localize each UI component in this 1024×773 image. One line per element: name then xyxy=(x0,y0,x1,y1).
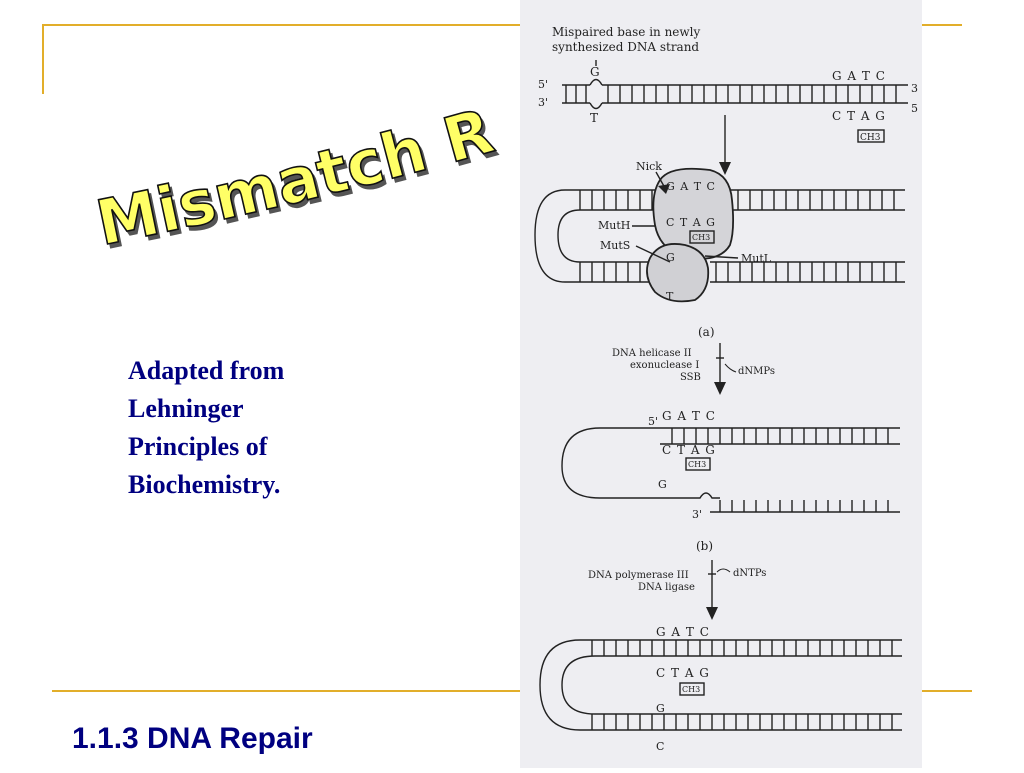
enzyme-label: DNA helicase II xyxy=(612,348,692,359)
credit-line: Lehninger xyxy=(128,394,244,423)
methyl-group-label: CH3 xyxy=(688,460,706,469)
methyl-group-label: CH3 xyxy=(860,133,881,143)
caption-line: synthesized DNA strand xyxy=(552,40,699,54)
substrate-label: dNTPs xyxy=(733,568,766,579)
ctag-sequence: C T A G xyxy=(662,443,716,457)
wordart-title: Mismatch Repair Mismatch Repair xyxy=(69,51,512,270)
ctag-sequence: C T A G xyxy=(666,216,716,229)
credit-line: Adapted from xyxy=(128,356,285,385)
nick-label: Nick xyxy=(636,160,662,173)
wordart-title-text: Mismatch Repair xyxy=(69,51,502,260)
enzyme-label: exonuclease I xyxy=(630,360,699,371)
ctag-sequence: C T A G xyxy=(832,109,886,123)
mutl-label: MutL xyxy=(741,252,772,265)
ctag-sequence: C T A G xyxy=(656,666,710,680)
mismatch-repair-figure: Mispaired base in newly synthesized DNA … xyxy=(520,0,922,768)
repaired-c-label: C xyxy=(656,740,664,753)
repaired-g-label: G xyxy=(656,702,665,715)
svg-text:Mismatch Repair: Mismatch Repair xyxy=(70,52,501,260)
methyl-group-label: CH3 xyxy=(682,685,700,694)
footer-title: 1.1.3 DNA Repair xyxy=(72,722,313,755)
product-label: dNMPs xyxy=(738,366,775,377)
repaired-rungs xyxy=(591,640,893,730)
five-prime-end-label: 5 xyxy=(911,102,918,115)
gatc-sequence: G A T C xyxy=(832,69,886,83)
enzyme-label: DNA ligase xyxy=(638,582,695,593)
muth-label: MutH xyxy=(598,219,630,232)
gatc-sequence: G A T C xyxy=(666,180,716,193)
step-b-label: (b) xyxy=(696,539,713,553)
credit-line: Biochemistry. xyxy=(128,470,281,499)
mismatch-g-label: G xyxy=(658,478,667,491)
top-accent-line xyxy=(42,24,962,26)
gatc-sequence: G A T C xyxy=(656,625,710,639)
source-credit: Adapted from Lehninger Principles of Bio… xyxy=(128,352,378,504)
base-pair-rungs xyxy=(565,85,897,103)
gatc-sequence: G A T C xyxy=(662,409,716,423)
methyl-group-label: CH3 xyxy=(692,233,710,242)
five-prime-label: 5' xyxy=(648,415,658,428)
gap-rungs xyxy=(671,428,889,512)
bottom-accent-line xyxy=(52,690,972,692)
step-a-label: (a) xyxy=(698,325,715,339)
credit-line: Principles of xyxy=(128,432,268,461)
three-prime-label: 3' xyxy=(538,96,548,109)
enzyme-label: DNA polymerase III xyxy=(588,570,689,581)
mismatch-g-label: G xyxy=(666,251,675,264)
mismatch-t-label: T xyxy=(666,290,674,303)
enzyme-label: SSB xyxy=(680,372,701,383)
five-prime-label: 5' xyxy=(538,78,548,91)
loop-rungs xyxy=(579,190,897,282)
left-accent-line xyxy=(42,24,44,94)
figure-drawing: Mispaired base in newly synthesized DNA … xyxy=(534,25,918,753)
three-prime-end-label: 3 xyxy=(911,82,918,95)
mispaired-g-label: G xyxy=(590,65,600,79)
mispaired-t-label: T xyxy=(590,111,598,125)
muts-label: MutS xyxy=(600,239,630,252)
caption-line: Mispaired base in newly xyxy=(552,25,701,39)
three-prime-label: 3' xyxy=(692,508,702,521)
